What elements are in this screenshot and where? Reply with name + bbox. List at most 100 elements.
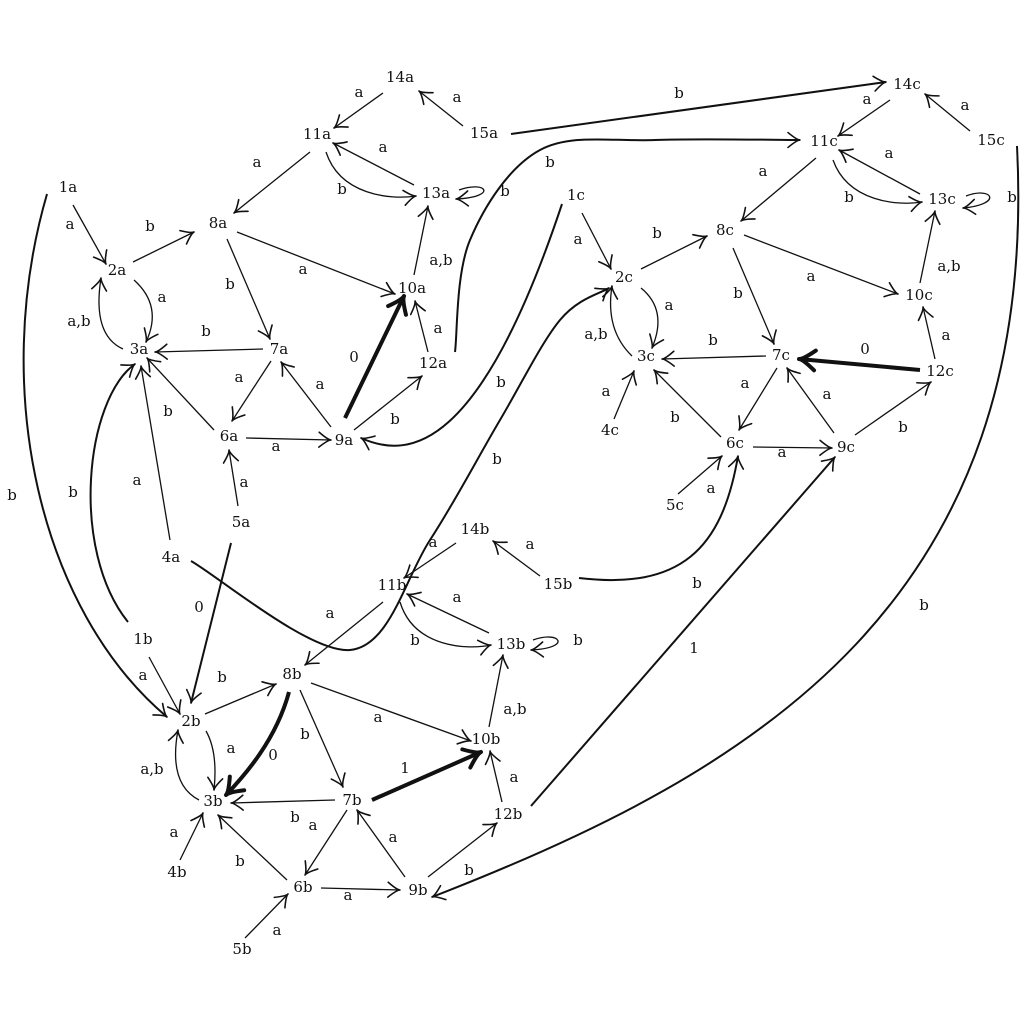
edge-label-15a-14a: a	[453, 88, 462, 106]
state-node-7b: 7b	[342, 791, 361, 809]
edge-15c-9b	[431, 145, 1020, 898]
edge-label-3a-2a: a,b	[67, 312, 90, 330]
edge-label-9b-12b: b	[464, 861, 474, 879]
arrowhead-icon	[261, 681, 277, 697]
arrowhead-icon	[761, 329, 777, 345]
arrowhead-icon	[330, 772, 346, 788]
edge-label-4c-3c: a	[602, 382, 611, 400]
edge-3a-2a	[98, 277, 124, 350]
state-node-14a: 14a	[386, 68, 414, 86]
state-node-15c: 15c	[977, 131, 1005, 149]
edge-2c-8c	[640, 235, 708, 270]
arrowhead-icon	[154, 343, 169, 360]
edge-5b-6b	[244, 893, 289, 939]
arrowhead-icon	[787, 131, 801, 149]
arrowhead-icon	[872, 75, 887, 92]
edge-9b-12b	[427, 822, 498, 878]
state-node-2b: 2b	[181, 712, 200, 730]
edge-label-11c-13c: b	[844, 188, 854, 206]
edge-4a-2c	[190, 287, 610, 652]
edge-2c-3c	[640, 287, 659, 349]
edge-15c-14c	[924, 93, 971, 132]
edge-label-4a-2c: b	[492, 450, 502, 468]
edge-label-12a-10a: a	[434, 319, 443, 337]
edge-label-1a-2a: a	[66, 215, 75, 233]
arrowhead-icon	[386, 294, 408, 317]
state-node-1a: 1a	[59, 178, 78, 196]
state-node-12b: 12b	[494, 805, 523, 823]
edge-label-9a-7a: a	[316, 375, 325, 393]
arrowhead-icon	[692, 233, 708, 249]
state-node-12a: 12a	[419, 354, 447, 372]
edge-label-2b-8b: b	[217, 668, 227, 686]
state-node-5c: 5c	[666, 496, 684, 514]
arrowhead-icon	[797, 348, 818, 373]
edge-10b-13b	[488, 654, 504, 728]
nodes-layer: 1a2a3a4a5a6a7a8a9a10a11a12a13a14a15a1b2b…	[59, 68, 1005, 958]
edge-label-8a-10a: a	[299, 260, 308, 278]
edge-1a-2a	[72, 204, 107, 265]
edge-9c-7c	[786, 367, 835, 434]
edge-label-9c-12c: b	[898, 418, 908, 436]
arrowhead-icon	[492, 540, 508, 555]
state-node-5b: 5b	[232, 940, 251, 958]
arrowhead-icon	[167, 729, 184, 744]
edge-label-1b-2b: a	[139, 666, 148, 684]
arrowhead-icon	[601, 285, 619, 300]
edge-label-7a-3a: b	[201, 322, 211, 340]
edge-5a-2b	[190, 542, 232, 704]
edge-label-5a-6a: a	[240, 473, 249, 491]
arrowhead-icon	[837, 122, 853, 137]
edge-label-13a-11a: a	[379, 138, 388, 156]
edge-label-12a-11c: b	[545, 153, 555, 171]
arrowhead-icon	[727, 455, 745, 470]
arrowhead-icon	[146, 357, 162, 373]
edges-layer	[22, 75, 1020, 939]
arrowhead-icon	[707, 455, 723, 471]
arrowhead-icon	[185, 688, 202, 704]
state-node-10a: 10a	[398, 279, 426, 297]
edge-label-11a-8a: a	[253, 153, 262, 171]
state-node-15a: 15a	[470, 124, 498, 142]
edge-7b-6b	[304, 809, 348, 876]
edge-11c-13c	[832, 159, 923, 204]
arrowhead-icon	[406, 591, 422, 607]
edge-label-9a-12a: b	[390, 410, 400, 428]
edge-12b-10b	[489, 750, 503, 803]
state-node-11a: 11a	[303, 125, 331, 143]
arrowhead-icon	[402, 189, 417, 206]
edge-2b-8b	[204, 683, 277, 715]
state-node-9a: 9a	[335, 431, 354, 449]
edge-8c-10c	[743, 234, 899, 295]
arrowhead-icon	[166, 699, 182, 715]
arrowhead-icon	[598, 254, 613, 270]
edge-2a-3a	[133, 279, 153, 343]
arrowhead-icon	[740, 206, 756, 222]
arrowhead-icon	[356, 809, 371, 825]
edge-7b-10b	[371, 750, 482, 802]
arrowhead-icon	[482, 822, 498, 838]
arrowhead-icon	[838, 148, 854, 164]
arrowhead-icon	[456, 729, 472, 745]
state-node-14c: 14c	[893, 75, 921, 93]
arrowhead-icon	[273, 893, 289, 909]
edge-1c-2c	[581, 212, 612, 270]
edge-13a-13a	[455, 186, 485, 200]
state-node-3b: 3b	[203, 792, 222, 810]
edge-label-9c-7c: a	[823, 385, 832, 403]
edge-label-12c-7c: 0	[860, 340, 870, 358]
state-node-8a: 8a	[209, 214, 228, 232]
arrowhead-icon	[152, 702, 168, 718]
edge-label-9b-7b: a	[389, 828, 398, 846]
edge-label-7c-6c: a	[741, 374, 750, 392]
edge-label-2c-3c: a	[665, 296, 674, 314]
edge-12b-9c	[530, 456, 836, 807]
arrowhead-icon	[304, 860, 319, 876]
edge-7a-6a	[231, 360, 272, 422]
arrowhead-icon	[318, 431, 332, 448]
arrowhead-icon	[492, 654, 509, 669]
arrowhead-icon	[530, 641, 545, 658]
edge-label-7b-10b: 1	[400, 759, 410, 777]
arrowhead-icon	[653, 369, 669, 385]
